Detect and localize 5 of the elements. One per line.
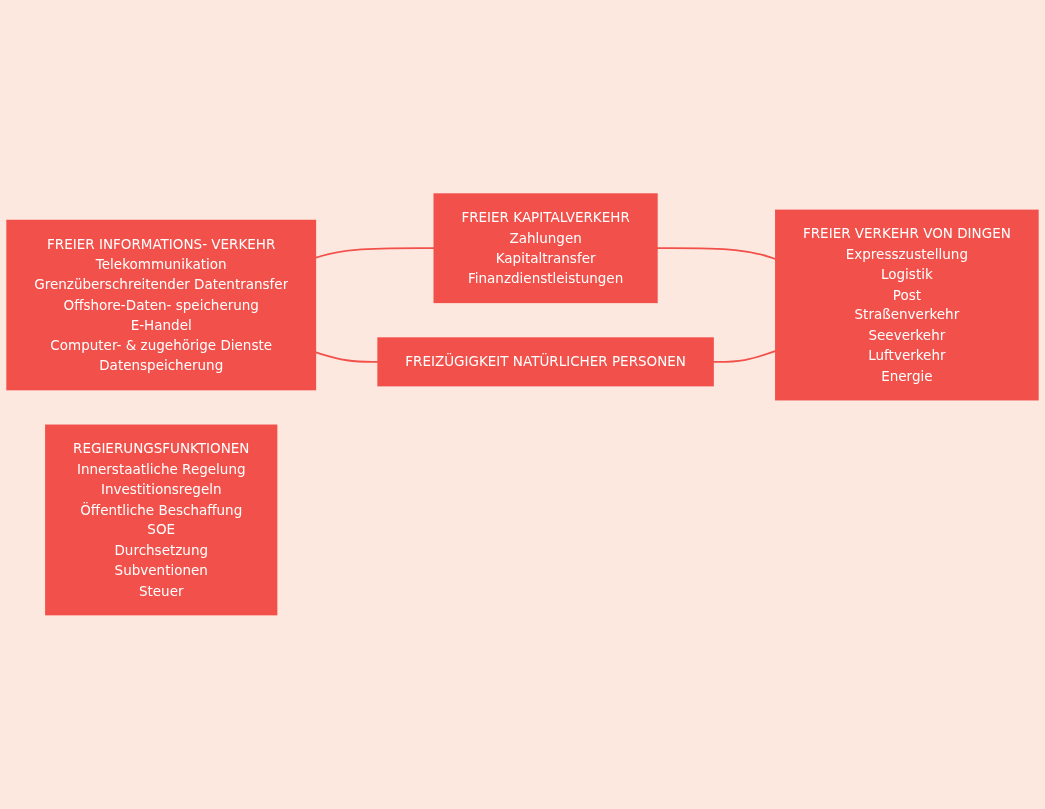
node-box: FREIER INFORMATIONS- VERKEHR Telekommunikation Grenzüberschreitender Datentransfer Offshore-Daten- speicherung E-Handel Computer- & zugehörige Dienste Datenspeicherung xyxy=(6,219,317,391)
node-box: REGIERUNGSFUNKTIONEN Innerstaatliche Regelung Investitionsregeln Öffentliche Beschaffung SOE Durchsetzung Subventionen Steuer xyxy=(45,424,278,616)
node-box: FREIZÜGIGKEIT NATÜRLICHER PERSONEN xyxy=(377,337,714,387)
node-box: FREIER KAPITALVERKEHR Zahlungen Kapitaltransfer Finanzdienstleistungen xyxy=(433,193,658,304)
node-box: FREIER VERKEHR VON DINGEN Expresszustellung Logistik Post Straßenverkehr Seeverkehr Luftverkehr Energie xyxy=(775,209,1039,401)
